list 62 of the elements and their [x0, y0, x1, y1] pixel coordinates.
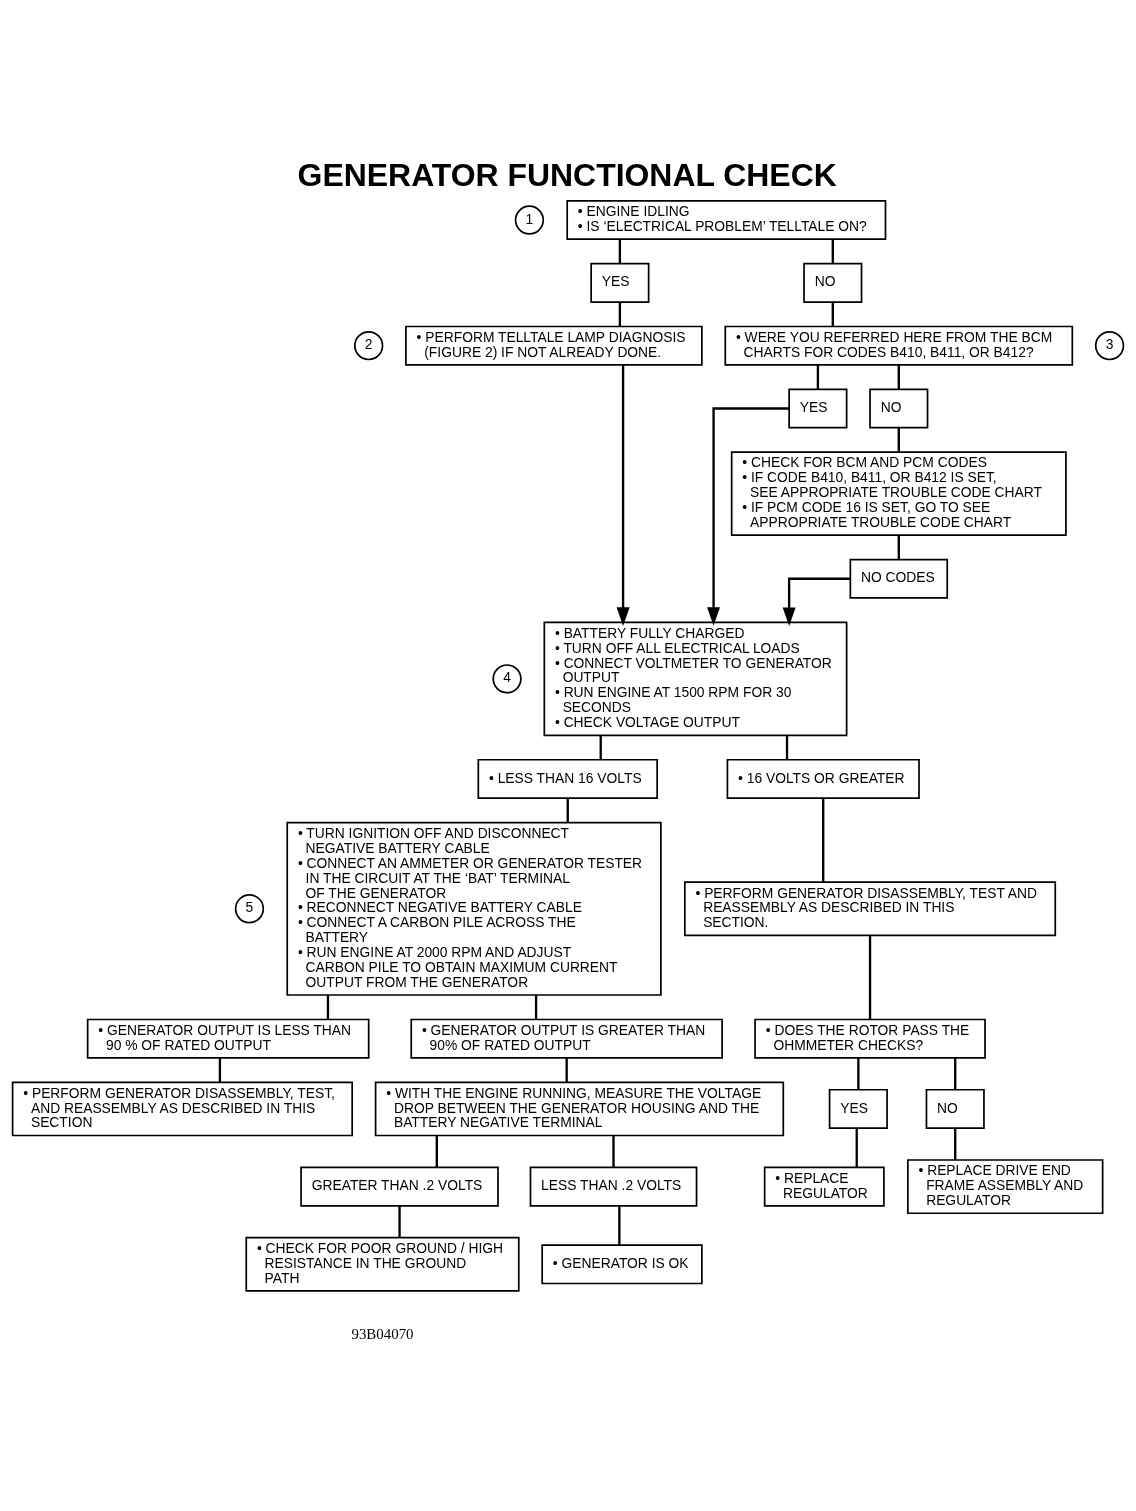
- connector: [954, 1057, 957, 1090]
- connector: [398, 1205, 401, 1238]
- label: 93B04070: [351, 1325, 414, 1342]
- connector: [534, 995, 538, 1020]
- connector: [954, 1128, 957, 1160]
- connector: [897, 364, 900, 389]
- node-box: • PERFORM GENERATOR DISASSEMBLY, TEST, AND REASSEMBLY AS DESCRIBED IN THIS SECTION: [11, 1081, 354, 1137]
- connector: [566, 798, 569, 823]
- connector: [831, 302, 834, 327]
- node-box: YES: [828, 1088, 888, 1129]
- connector: [618, 302, 622, 327]
- node-box: GREATER THAN .2 VOLTS: [300, 1166, 499, 1207]
- node-label: 3: [1105, 336, 1114, 353]
- node-box: • PERFORM TELLTALE LAMP DIAGNOSIS (FIGURE 2) IF NOT ALREADY DONE.: [405, 325, 703, 366]
- connector: [435, 1135, 438, 1168]
- node-box: NO: [925, 1088, 985, 1129]
- connector: [565, 1057, 568, 1083]
- node-box: • GENERATOR OUTPUT IS LESS THAN 90 % OF RATED OUTPUT: [86, 1018, 370, 1059]
- connector: [218, 1057, 222, 1083]
- connector: [785, 735, 789, 760]
- connector: [897, 535, 900, 560]
- node-box: • LESS THAN 16 VOLTS: [477, 758, 658, 799]
- connector: [897, 427, 900, 452]
- node-box: • CHECK FOR BCM AND PCM CODES • IF CODE B410, B411, OR B412 IS SET, SEE APPROPRIATE TROUBLE CODE CHART • IF PCM CODE 16 IS SET, GO TO SEE APPROPRIATE TROUBLE CODE CHART: [730, 451, 1067, 536]
- node-box: • ENGINE IDLING • IS ‘ELECTRICAL PROBLEM’ TELLTALE ON?: [566, 200, 887, 241]
- connector: [831, 239, 834, 264]
- node-box: • WITH THE ENGINE RUNNING, MEASURE THE VOLTAGE DROP BETWEEN THE GENERATOR HOUSING AND THE BATTERY NEGATIVE TERMINAL: [374, 1081, 785, 1137]
- node-box: • 16 VOLTS OR GREATER: [726, 758, 920, 799]
- arrow: [616, 365, 630, 626]
- connector: [868, 935, 872, 1020]
- diagram-title: GENERATOR FUNCTIONAL CHECK: [297, 157, 837, 193]
- node-box: LESS THAN .2 VOLTS: [529, 1166, 698, 1207]
- node-label: 5: [245, 899, 254, 916]
- node-box: • GENERATOR OUTPUT IS GREATER THAN 90% OF RATED OUTPUT: [410, 1018, 723, 1059]
- connector: [855, 1128, 858, 1168]
- node-box: NO CODES: [849, 558, 949, 599]
- node-box: YES: [590, 262, 650, 303]
- node-box: • CHECK FOR POOR GROUND / HIGH RESISTANCE IN THE GROUND PATH: [245, 1236, 520, 1292]
- connector: [857, 1057, 860, 1090]
- node-label: 2: [364, 336, 373, 353]
- connector: [618, 239, 622, 264]
- connector: [326, 995, 330, 1020]
- arrow: [707, 407, 790, 626]
- node-box: • PERFORM GENERATOR DISASSEMBLY, TEST AND REASSEMBLY AS DESCRIBED IN THIS SECTION.: [684, 881, 1057, 937]
- node-box: • WERE YOU REFERRED HERE FROM THE BCM CHARTS FOR CODES B410, B411, OR B412?: [724, 325, 1074, 366]
- connector: [612, 1135, 615, 1168]
- node-label: 4: [503, 669, 511, 686]
- connector: [822, 798, 825, 882]
- node-box: • GENERATOR IS OK: [541, 1244, 703, 1285]
- node-box: • BATTERY FULLY CHARGED • TURN OFF ALL ELECTRICAL LOADS • CONNECT VOLTMETER TO GENERATOR OUTPUT • RUN ENGINE AT 1500 RPM FOR 30 SECONDS • CHECK VOLTAGE OUTPUT: [543, 621, 848, 737]
- node-box: • REPLACE DRIVE END FRAME ASSEMBLY AND REGULATOR: [907, 1159, 1104, 1215]
- connector: [618, 1205, 621, 1246]
- node-label: 1: [525, 210, 534, 227]
- node-box: • DOES THE ROTOR PASS THE OHMMETER CHECKS?: [754, 1018, 986, 1059]
- connector: [816, 364, 820, 389]
- node-box: NO: [869, 388, 929, 429]
- node-box: • TURN IGNITION OFF AND DISCONNECT NEGATIVE BATTERY CABLE • CONNECT AN AMMETER OR GENERATOR TESTER IN THE CIRCUIT AT THE ‘BAT’ TERMINAL OF THE GENERATOR • RECONNECT NEGATIVE BATTERY CABLE • CONNECT A CARBON PILE ACROSS THE BATTERY • RUN ENGINE AT 2000 RPM AND ADJUST CARBON PILE TO OBTAIN MAXIMUM CURRENT OUTPUT FROM THE GENERATOR: [286, 821, 662, 996]
- node-box: YES: [788, 388, 848, 429]
- node-box: • REPLACE REGULATOR: [763, 1166, 885, 1207]
- arrow: [782, 577, 851, 626]
- node-box: NO: [803, 262, 863, 303]
- connector: [599, 735, 602, 760]
